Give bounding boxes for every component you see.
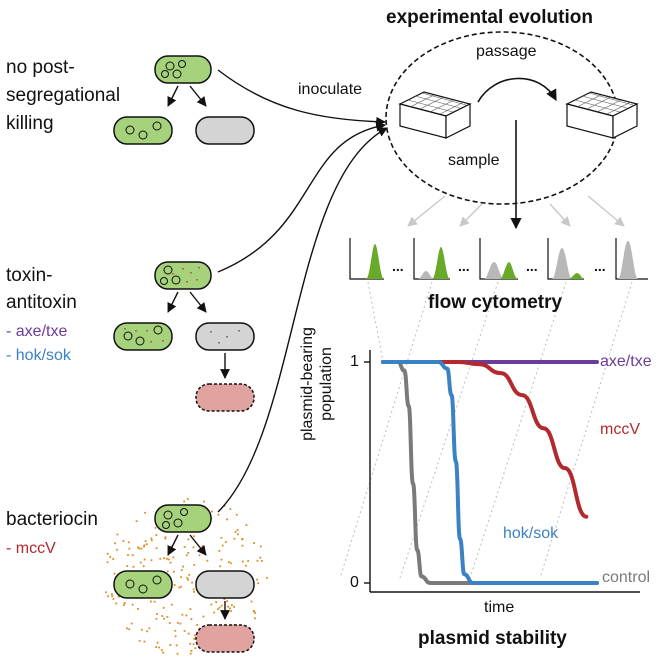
stability-plot-lines [381, 359, 599, 586]
evolution-title: experimental evolution [386, 7, 593, 28]
cell-dead-bac [195, 624, 255, 653]
system-none-line1: no post- [6, 57, 75, 78]
system-ta-line1: toxin- [6, 265, 53, 286]
sample-arrow-faded [549, 203, 571, 227]
histogram-ellipsis: ... [458, 258, 470, 274]
system-none-line2: segregational [6, 85, 121, 106]
cell-cured [195, 116, 255, 145]
division-arrow [167, 291, 179, 313]
flow-cytometry-title: flow cytometry [428, 292, 563, 313]
plate-right [565, 91, 639, 139]
stability-plot-axes [364, 350, 640, 593]
series-label-axe-txe: axe/txe [600, 353, 652, 370]
sample-arrow-faded [459, 203, 483, 227]
bacteriocin-dots [105, 498, 268, 655]
sample-label: sample [448, 152, 500, 169]
inoculate-arrow [217, 121, 386, 273]
series-label-hok-sok: hok/sok [503, 525, 559, 542]
histogram-ellipsis: ... [594, 258, 606, 274]
system-ta-line2: antitoxin [6, 292, 77, 313]
cell-parent-bacteriocin [154, 504, 212, 533]
histogram-5 [615, 238, 648, 280]
series-label-control: control [602, 569, 651, 586]
system-bacteriocin-line1: bacteriocin [6, 509, 98, 530]
system-ta-axe-txe: - axe/txe [6, 323, 68, 340]
chart-title: plasmid stability [418, 628, 567, 649]
division-arrow [189, 534, 207, 556]
histogram-4 [547, 238, 584, 280]
histogram-3 [479, 238, 518, 280]
sample-arrow-faded [407, 195, 446, 227]
division-arrow [167, 534, 179, 556]
x-axis-label: time [484, 599, 515, 616]
division-arrow [189, 291, 207, 313]
inoculate-arrow [217, 127, 388, 513]
y-axis-label: plasmid-bearing population [299, 327, 335, 441]
passage-label: passage [476, 43, 537, 60]
series-line-hoksok [381, 359, 599, 586]
series-line-control [381, 359, 599, 586]
cell-cured-ta [195, 322, 255, 351]
cell-plasmid-bearing [113, 116, 173, 145]
system-ta-hok-sok: - hok/sok [6, 347, 71, 364]
division-arrow [189, 85, 207, 107]
cell-parent-ta [154, 261, 212, 290]
histogram-ellipsis: ... [526, 258, 538, 274]
cell-dead-ta [195, 383, 255, 412]
inoculate-arrow [217, 69, 386, 127]
cell-plasmid-bearing-bac [113, 570, 173, 599]
cell-cured-bac [195, 570, 255, 599]
series-line-mccv [381, 359, 589, 519]
histogram-1 [349, 238, 384, 280]
system-none-line3: killing [6, 113, 54, 134]
histogram-2 [413, 238, 450, 280]
y-tick-0: 0 [350, 574, 359, 591]
cell-parent-none [154, 55, 212, 84]
histogram-guides [339, 281, 633, 579]
histogram-ellipsis: ... [392, 258, 404, 274]
y-tick-1: 1 [350, 353, 359, 370]
passage-arrow [477, 77, 557, 103]
series-label-mccv: mccV [600, 421, 640, 438]
system-bacteriocin-mccv: - mccV [6, 540, 56, 557]
inoculate-label: inoculate [298, 81, 363, 98]
plate-left [398, 91, 472, 139]
sample-arrow-faded [587, 195, 625, 227]
division-arrow [167, 85, 179, 107]
cell-plasmid-bearing-ta [113, 322, 173, 351]
